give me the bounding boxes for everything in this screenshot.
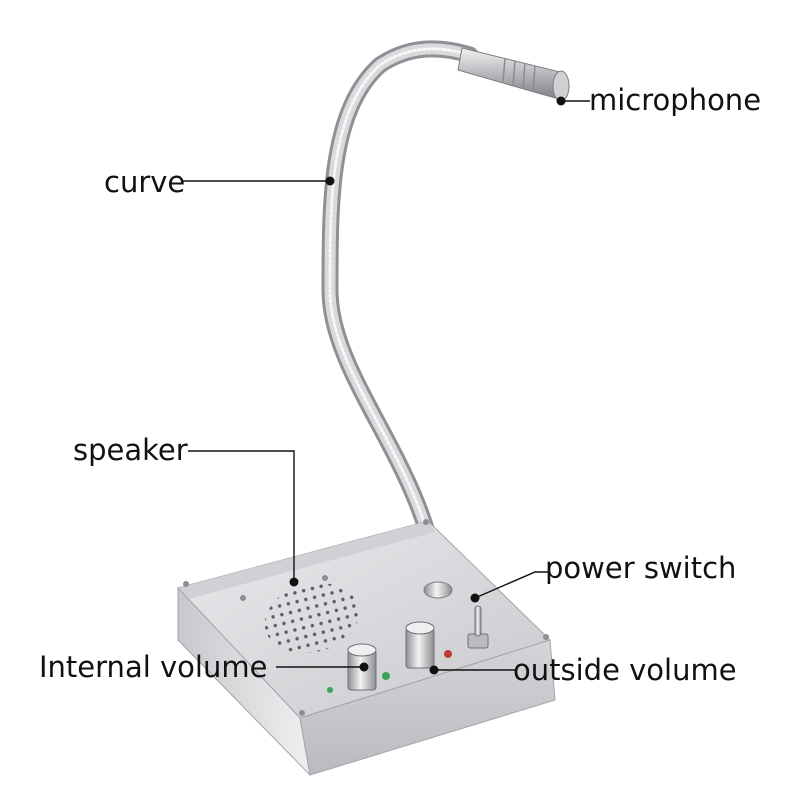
microphone-dot	[556, 96, 566, 106]
outside-volume-dot	[429, 665, 439, 675]
curve-label: curve	[104, 165, 186, 199]
internal-volume-label: Internal volume	[39, 650, 268, 684]
green-led-icon	[382, 672, 390, 680]
green-led-icon	[327, 687, 333, 693]
gooseneck	[321, 40, 479, 599]
power-switch-leader	[474, 571, 548, 599]
internal-volume-dot	[359, 662, 369, 672]
outside-volume-knob-icon[interactable]	[405, 621, 435, 669]
leader-dots	[289, 96, 566, 675]
toggle-switch-icon[interactable]	[467, 605, 489, 649]
gooseneck-base	[423, 581, 453, 599]
curve-dot	[325, 176, 335, 186]
power-switch-label: power switch	[545, 551, 737, 585]
intercom-housing	[177, 519, 556, 777]
red-led-icon	[444, 650, 452, 658]
speaker-dot	[289, 577, 299, 587]
speaker-label: speaker	[73, 433, 188, 467]
outside-volume-label: outside volume	[513, 653, 737, 687]
speaker-leader	[188, 450, 295, 582]
leader-lines	[183, 100, 590, 671]
power-switch-dot	[470, 593, 480, 603]
microphone-head	[457, 47, 570, 102]
speaker-grille-icon	[240, 575, 360, 653]
microphone-label: microphone	[589, 83, 762, 117]
